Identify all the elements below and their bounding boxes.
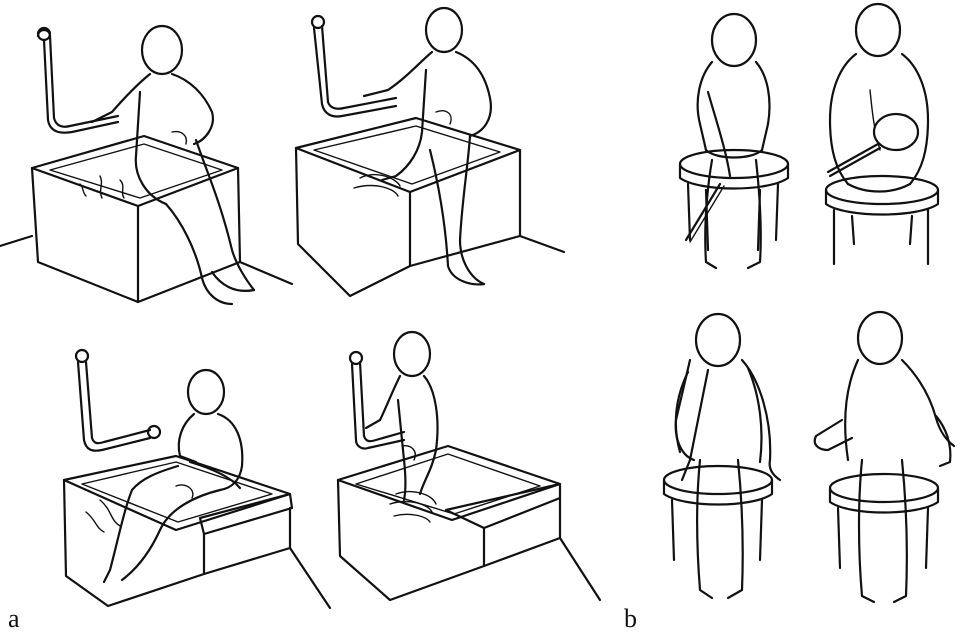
panel-label-a: a [8,604,20,633]
scene-dry-back-with-towel [813,310,956,604]
floor-line [0,234,34,248]
floor-line [238,260,294,286]
person-sitting [90,24,256,306]
bathtub [30,134,242,304]
grab-bar-vertical [348,350,406,450]
bathtub-with-board [336,444,562,602]
floor-line [558,536,602,602]
floor-line [518,234,566,254]
grab-bar-l-shape [74,348,162,452]
scene-leg-into-water [294,6,566,298]
person-on-board [102,368,244,584]
scene-sit-on-bath-board [62,348,332,610]
stool [662,464,774,562]
panel-a [0,6,602,610]
scene-wash-back-brush [824,2,940,266]
towel [813,414,952,468]
long-handled-brush [689,185,725,243]
scene-sit-on-tub-edge [0,24,294,306]
person-kneeling [364,330,439,502]
panel-label-b: b [624,604,637,633]
stool [828,472,940,570]
scene-wash-front-long-brush [678,12,790,270]
back-brush [826,112,920,178]
person-leg-in [362,6,492,286]
stool [824,174,940,266]
floor-line [288,546,332,610]
scene-dry-with-towel-front [662,312,782,600]
person-drying-back [844,310,956,604]
scene-kneeling-in-water [336,330,602,602]
towel [674,358,782,482]
panel-b [662,2,956,604]
stool [678,148,790,252]
grab-bar-l-shape [36,26,120,134]
grab-bar-l-shape [310,14,398,118]
long-handled-brush [684,182,722,242]
bathtub [294,116,522,298]
bathtub-with-board [62,454,294,608]
